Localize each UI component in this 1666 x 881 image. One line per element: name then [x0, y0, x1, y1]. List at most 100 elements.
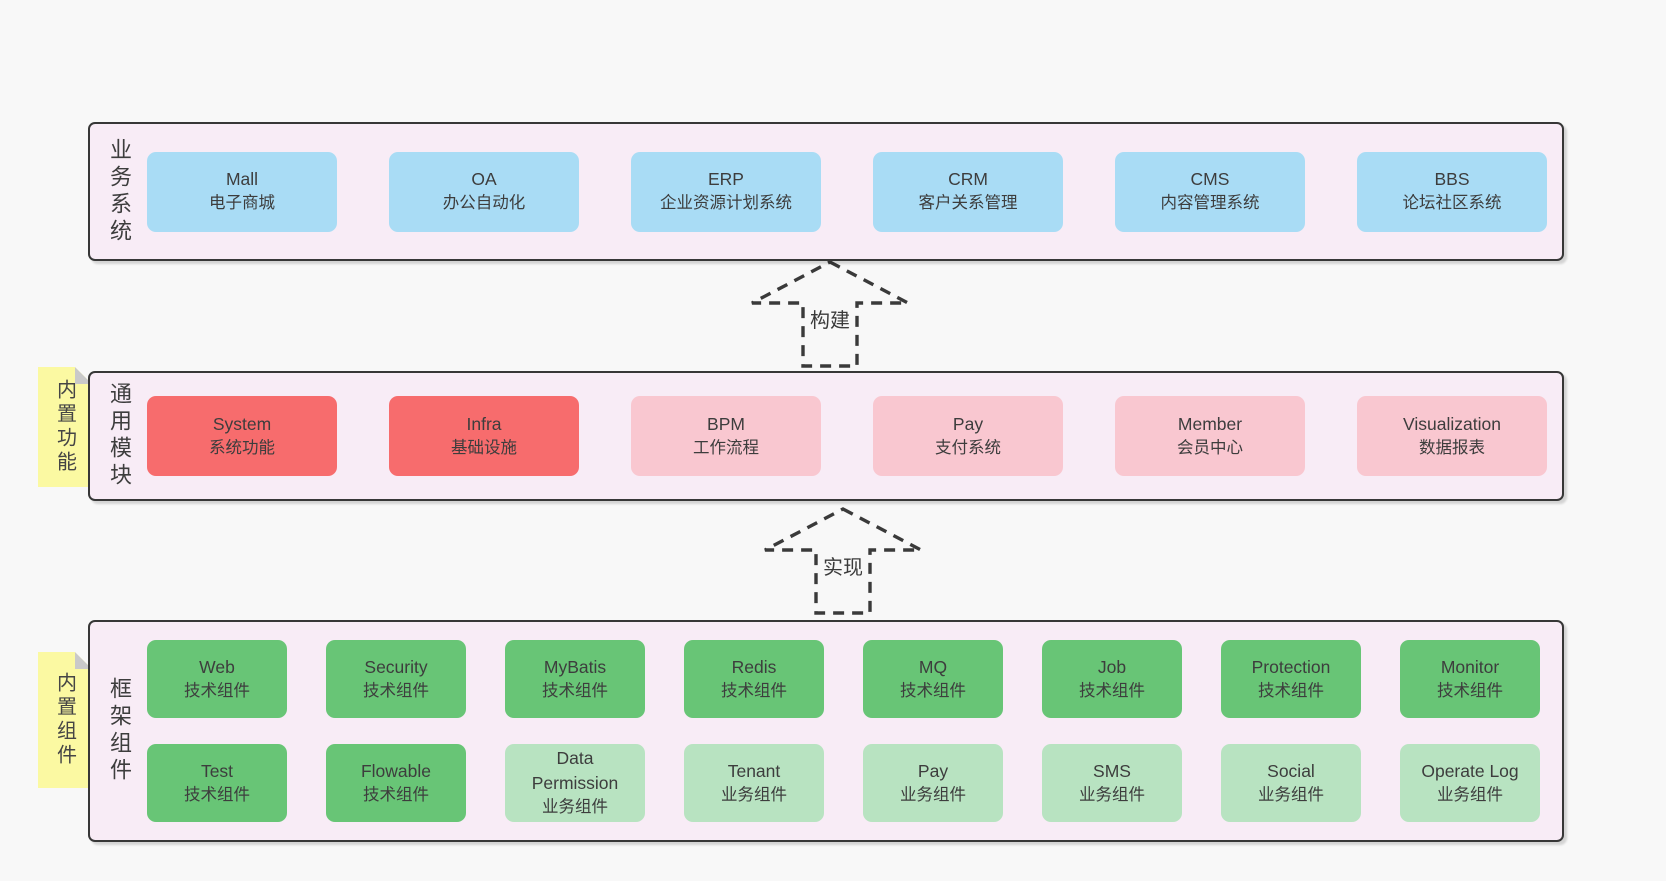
box-subtitle: 技术组件 [363, 785, 429, 804]
section-label-framework: 框架组件 [107, 677, 132, 785]
box-title: Monitor [1440, 656, 1500, 677]
box-infra: Infra 基础设施 [389, 396, 579, 476]
box-subtitle: 业务组件 [1437, 785, 1503, 804]
box-erp: ERP 企业资源计划系统 [631, 151, 821, 232]
arrow-up-icon [764, 507, 922, 615]
box-subtitle: 电子商城 [209, 194, 275, 213]
box-subtitle: 支付系统 [935, 438, 1001, 457]
arrow-implement: 实现 [758, 505, 928, 617]
box-mq: MQ 技术组件 [863, 640, 1003, 718]
box-protection: Protection 技术组件 [1221, 640, 1361, 718]
box-job: Job 技术组件 [1042, 640, 1182, 718]
box-title: MyBatis [543, 656, 607, 677]
box-subtitle: 会员中心 [1177, 438, 1243, 457]
sticky-note-builtin-features: 内置功能 [38, 367, 92, 487]
box-subtitle: 技术组件 [1079, 681, 1145, 700]
box-subtitle: 技术组件 [1258, 681, 1324, 700]
box-title: Visualization [1403, 413, 1501, 434]
box-system: System 系统功能 [147, 396, 337, 476]
box-visualization: Visualization 数据报表 [1357, 396, 1547, 476]
box-title: BBS [1434, 169, 1470, 190]
box-title: MQ [918, 656, 948, 677]
section-business-systems: 业务系统 Mall 电子商城 OA 办公自动化 ERP 企业资源计划系统 CRM… [88, 122, 1564, 261]
box-subtitle: 技术组件 [184, 681, 250, 700]
box-bpm: BPM 工作流程 [631, 396, 821, 476]
box-member: Member 会员中心 [1115, 396, 1305, 476]
box-title: Redis [731, 656, 777, 677]
arrow-up-icon [751, 260, 909, 368]
business-box-row: Mall 电子商城 OA 办公自动化 ERP 企业资源计划系统 CRM 客户关系… [147, 124, 1547, 259]
box-cms: CMS 内容管理系统 [1115, 151, 1305, 232]
box-subtitle: 技术组件 [721, 681, 787, 700]
sticky-label: 内置组件 [53, 672, 76, 768]
section-common-modules: 通用模块 System 系统功能 Infra 基础设施 BPM 工作流程 Pay… [88, 371, 1564, 501]
box-title: Protection [1251, 656, 1331, 677]
sticky-label: 内置功能 [53, 379, 76, 475]
box-title: SMS [1093, 760, 1131, 781]
box-title: Pay [917, 760, 949, 781]
arrow-label: 构建 [810, 309, 850, 332]
box-title: Operate Log [1421, 760, 1519, 781]
box-subtitle: 业务组件 [1258, 785, 1324, 804]
arrow-build: 构建 [745, 258, 915, 370]
box-monitor: Monitor 技术组件 [1400, 640, 1540, 718]
box-subtitle: 企业资源计划系统 [660, 194, 792, 213]
box-subtitle: 系统功能 [209, 438, 275, 457]
section-label-business: 业务系统 [107, 137, 132, 246]
box-title: OA [471, 169, 497, 190]
box-data-permission: Data Permission 业务组件 [505, 744, 645, 822]
box-operate-log: Operate Log 业务组件 [1400, 744, 1540, 822]
arrow-label: 实现 [823, 556, 863, 579]
box-pay-business: Pay 业务组件 [863, 744, 1003, 822]
box-security: Security 技术组件 [326, 640, 466, 718]
box-social: Social 业务组件 [1221, 744, 1361, 822]
box-subtitle: 技术组件 [363, 681, 429, 700]
box-subtitle: 客户关系管理 [918, 194, 1018, 213]
box-title: Data Permission [531, 748, 619, 794]
box-oa: OA 办公自动化 [389, 151, 579, 232]
common-box-row: System 系统功能 Infra 基础设施 BPM 工作流程 Pay 支付系统… [147, 373, 1547, 499]
box-subtitle: 技术组件 [184, 785, 250, 804]
box-subtitle: 业务组件 [542, 798, 608, 817]
box-title: CRM [948, 169, 988, 190]
sticky-note-builtin-components: 内置组件 [38, 652, 92, 788]
framework-row-2: Test 技术组件 Flowable 技术组件 Data Permission … [147, 744, 1540, 822]
box-flowable: Flowable 技术组件 [326, 744, 466, 822]
box-subtitle: 业务组件 [900, 785, 966, 804]
box-subtitle: 业务组件 [1079, 785, 1145, 804]
box-title: Member [1177, 413, 1243, 434]
box-title: System [212, 413, 272, 434]
box-title: Test [200, 760, 234, 781]
box-subtitle: 技术组件 [542, 681, 608, 700]
box-redis: Redis 技术组件 [684, 640, 824, 718]
box-title: Mall [225, 169, 259, 190]
box-title: BPM [707, 413, 745, 434]
box-subtitle: 办公自动化 [442, 194, 526, 213]
box-subtitle: 技术组件 [1437, 681, 1503, 700]
box-title: Security [364, 656, 428, 677]
box-title: ERP [708, 169, 744, 190]
box-subtitle: 数据报表 [1419, 438, 1485, 457]
box-title: Pay [952, 413, 984, 434]
box-subtitle: 业务组件 [721, 785, 787, 804]
box-mall: Mall 电子商城 [147, 151, 337, 232]
box-bbs: BBS 论坛社区系统 [1357, 151, 1547, 232]
box-test: Test 技术组件 [147, 744, 287, 822]
box-subtitle: 论坛社区系统 [1402, 194, 1502, 213]
box-title: Social [1267, 760, 1315, 781]
box-subtitle: 基础设施 [451, 438, 517, 457]
box-title: Flowable [360, 760, 432, 781]
box-title: Infra [466, 413, 502, 434]
box-subtitle: 工作流程 [693, 438, 759, 457]
box-crm: CRM 客户关系管理 [873, 151, 1063, 232]
box-mybatis: MyBatis 技术组件 [505, 640, 645, 718]
box-title: Web [199, 656, 235, 677]
box-subtitle: 技术组件 [900, 681, 966, 700]
box-sms: SMS 业务组件 [1042, 744, 1182, 822]
box-pay: Pay 支付系统 [873, 396, 1063, 476]
box-web: Web 技术组件 [147, 640, 287, 718]
framework-row-1: Web 技术组件 Security 技术组件 MyBatis 技术组件 Redi… [147, 640, 1540, 718]
box-subtitle: 内容管理系统 [1160, 194, 1260, 213]
section-framework-components: 框架组件 Web 技术组件 Security 技术组件 MyBatis 技术组件… [88, 620, 1564, 842]
